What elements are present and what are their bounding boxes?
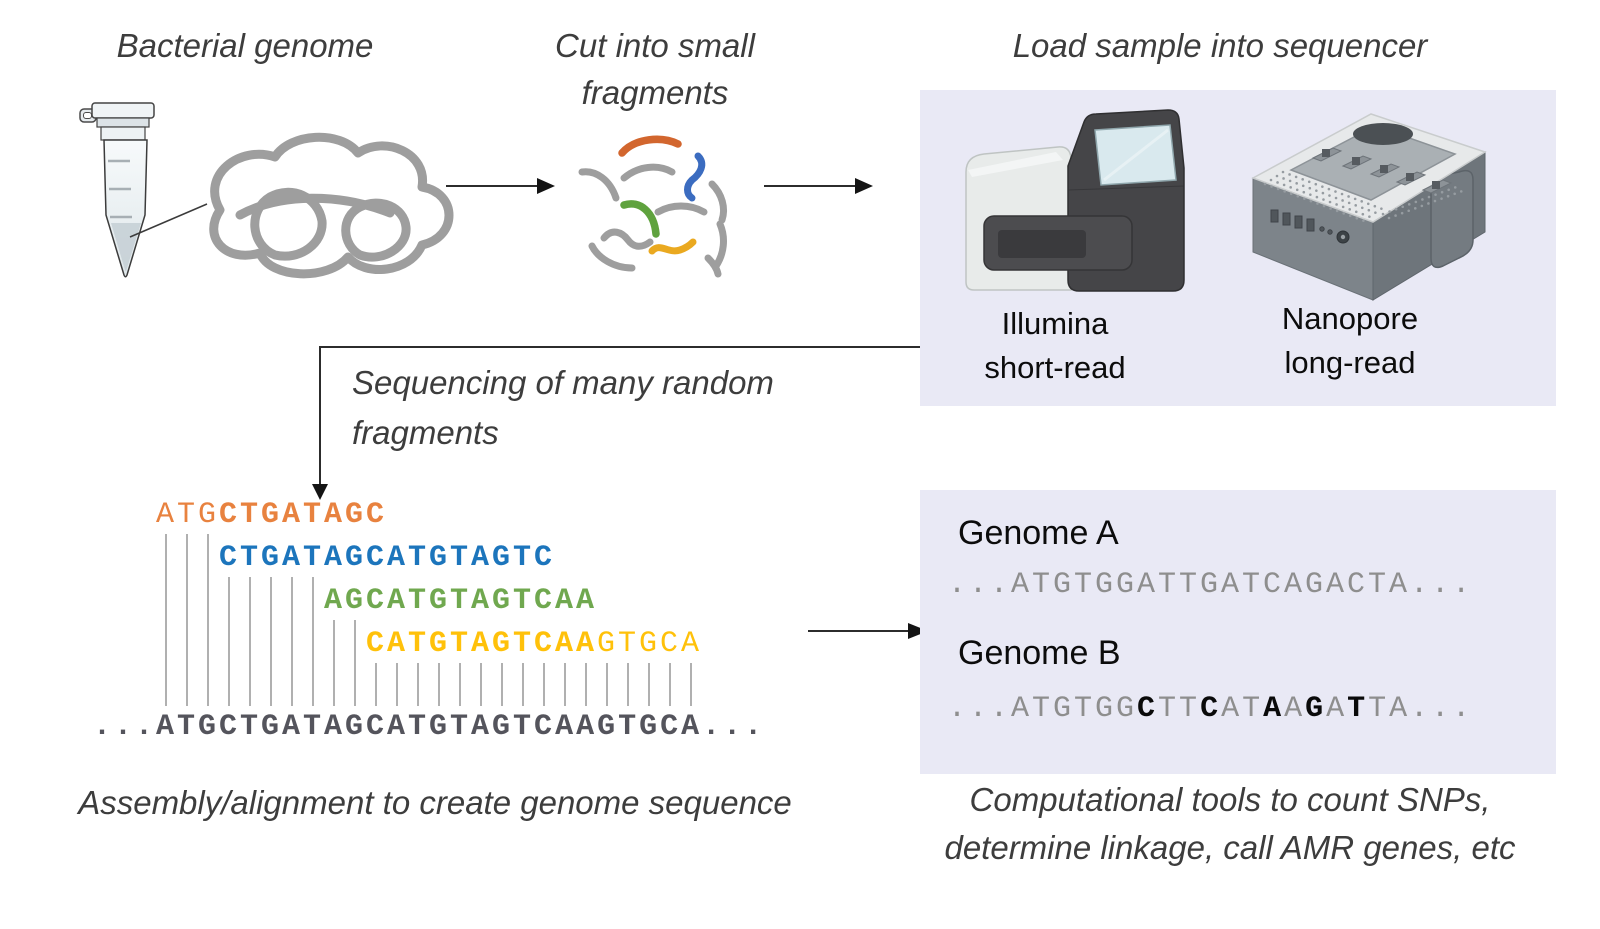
alignment-tick — [291, 577, 293, 706]
caption-computational-line2: determine linkage, call AMR genes, etc — [944, 829, 1516, 866]
caption-assembly: Assembly/alignment to create genome sequ… — [78, 784, 792, 821]
alignment-tick — [543, 663, 545, 706]
alignment-tick — [354, 620, 356, 706]
genome-b-sequence: ...ATGTGGCTTCATAAGATTA... — [948, 692, 1474, 726]
caption-sequencing-line1: Sequencing of many random — [352, 364, 774, 401]
fragment-orange — [618, 135, 682, 157]
alignment-tick — [669, 663, 671, 706]
alignment-tick — [375, 663, 377, 706]
alignment-tick — [396, 663, 398, 706]
alignment-tick — [585, 663, 587, 706]
genome-a-sequence: ...ATGTGGATTGATCAGACTA... — [948, 568, 1474, 602]
vent-dots — [1263, 170, 1467, 224]
genome-tangle-icon — [209, 132, 454, 279]
alignment-tick — [501, 663, 503, 706]
label-nanopore-line2: long-read — [1284, 345, 1416, 380]
arrow-fragments-to-sequencer — [764, 178, 873, 194]
alignment-tick — [627, 663, 629, 706]
front-ports — [1270, 209, 1350, 244]
label-nanopore: Nanopore long-read — [1240, 297, 1460, 385]
alignment-tick — [564, 663, 566, 706]
specimen-illustration — [79, 102, 454, 279]
nanopore-sequencer-icon — [1251, 113, 1487, 301]
alignment-tick — [480, 663, 482, 706]
title-cut-into-fragments: Cut into small fragments — [495, 22, 815, 116]
read-blue: CTGATAGCATGTAGTC — [219, 541, 556, 575]
title-cut-line2: fragments — [581, 74, 729, 111]
alignment-tick — [417, 663, 419, 706]
alignment-tick — [438, 663, 440, 706]
arrow-reads-to-genomes — [808, 623, 928, 639]
alignment-tick — [228, 577, 230, 706]
label-illumina-line2: short-read — [984, 350, 1126, 385]
label-illumina: Illumina short-read — [945, 302, 1165, 390]
alignment-tick — [165, 534, 167, 706]
alignment-tick — [207, 534, 209, 706]
arrow-sequencer-to-reads — [312, 346, 920, 500]
alignment-tick — [249, 577, 251, 706]
consensus-sequence: ...ATGCTGATAGCATGTAGTCAAGTGCA... — [93, 710, 766, 744]
genome-a-label: Genome A — [958, 514, 1119, 552]
pointer-line — [129, 203, 208, 238]
fragment-green — [620, 200, 660, 238]
alignment-tick — [312, 577, 314, 706]
lid-handle — [1353, 123, 1413, 145]
flow-cells — [1311, 147, 1453, 194]
genome-b-label: Genome B — [958, 634, 1121, 672]
alignment-tick — [690, 663, 692, 706]
alignment-tick — [186, 534, 188, 706]
flowcell-window — [1289, 125, 1457, 201]
read-yellow: CATGTAGTCAAGTGCA — [366, 627, 703, 661]
read-green: AGCATGTAGTCAA — [324, 584, 598, 618]
label-illumina-line1: Illumina — [1001, 306, 1109, 341]
alignment-tick — [648, 663, 650, 706]
alignment-tick — [333, 620, 335, 706]
alignment-tick — [522, 663, 524, 706]
microcentrifuge-tube-icon — [79, 102, 155, 278]
caption-sequencing-line2: fragments — [352, 414, 499, 451]
illumina-sequencer-icon — [965, 109, 1185, 292]
caption-computational: Computational tools to count SNPs, deter… — [900, 776, 1560, 872]
title-load-sequencer: Load sample into sequencer — [1012, 27, 1428, 64]
label-nanopore-line1: Nanopore — [1281, 301, 1419, 336]
read-orange: ATGCTGATAGC — [156, 498, 388, 532]
alignment-tick — [459, 663, 461, 706]
alignment-tick — [270, 577, 272, 706]
genome-comparison-panel — [920, 490, 1556, 774]
title-bacterial-genome: Bacterial genome — [116, 27, 374, 64]
dna-fragments-icon — [578, 135, 728, 278]
arrow-genome-to-fragments — [446, 178, 555, 194]
caption-sequencing: Sequencing of many random fragments — [352, 358, 892, 458]
title-cut-line1: Cut into small — [555, 27, 755, 64]
fragment-blue — [684, 152, 706, 202]
alignment-tick — [606, 663, 608, 706]
caption-computational-line1: Computational tools to count SNPs, — [969, 781, 1491, 818]
fragment-yellow — [648, 238, 697, 255]
